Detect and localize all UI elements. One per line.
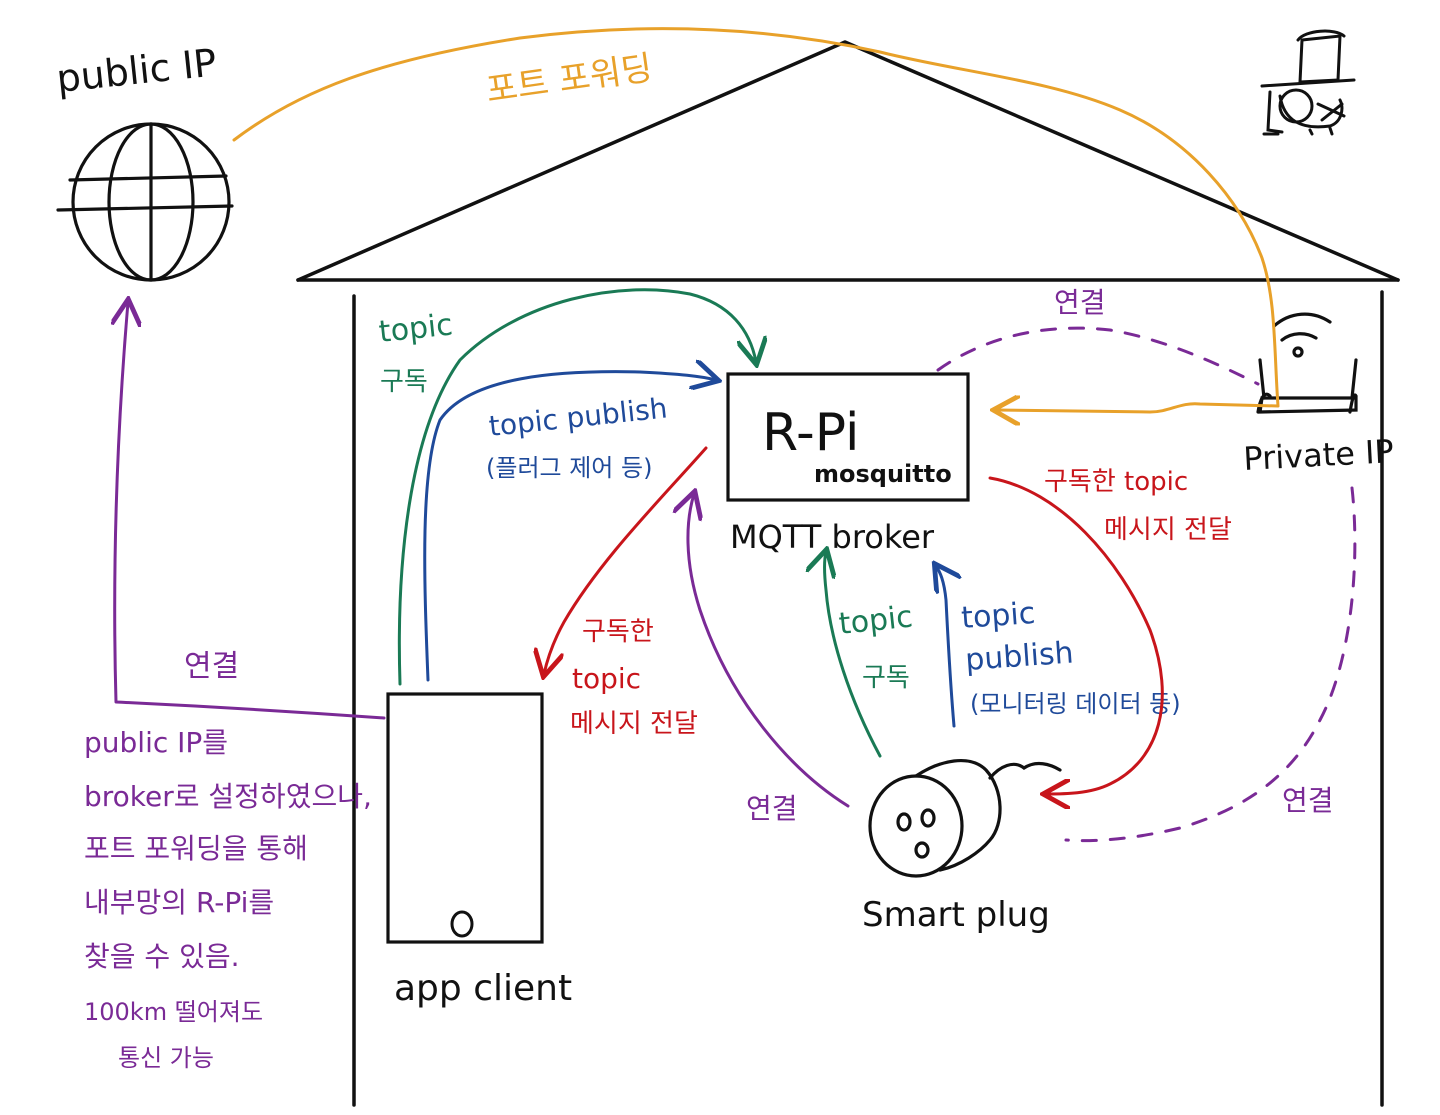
broker-to-plug-line2: 메시지 전달 [1104,515,1232,545]
public-ip-label: public IP [54,40,218,101]
broker-to-plug-message-arrow [988,476,1164,794]
mqtt-broker-label: MQTT broker [730,518,935,556]
broker-to-plug-line1: 구독한 topic [1044,467,1188,497]
plug-sub-line2: 구독 [862,663,910,693]
app-client-label: app client [394,968,572,1009]
note-line-3: 포트 포워딩을 통해 [84,832,308,865]
smart-plug-label: Smart plug [862,895,1050,935]
plug-pub-line1: topic [960,596,1036,636]
phone-icon [386,692,544,944]
note-line-2: broker로 설정하였으나, [84,780,372,813]
port-forwarding-label: 포트 포워딩 [484,48,655,111]
phone-home-button [450,910,474,938]
note-line-6: 100km 떨어져도 [84,998,263,1026]
connect-left-label: 연결 [184,649,239,684]
note-line-1: public IP를 [84,726,228,759]
app-sub-line2: 구독 [380,367,428,397]
smart-plug-icon [868,758,1062,878]
plug-publish-arrow [936,566,954,728]
plug-pub-line2: publish [964,636,1075,678]
app-subscribe-arrow [397,288,756,686]
port-forwarding-line [232,27,1280,412]
connect-right-label: 연결 [1282,784,1334,817]
explanation-note: public IP를 broker로 설정하였으나, 포트 포워딩을 통해 내부… [84,726,372,1072]
rpi-mosquitto-label: mosquitto [814,460,952,488]
broker-to-app-line3: 메시지 전달 [570,709,698,739]
house-roof [296,40,1400,282]
broker-to-app-line2: topic [572,662,641,695]
rpi-title: R-Pi [762,403,859,463]
top-hat-thief-icon [1260,29,1356,136]
note-line-7: 통신 가능 [118,1044,214,1072]
broker-to-app-message-arrow [544,446,708,674]
rpi-broker-box [726,372,970,502]
app-pub-line2: (플러그 제어 등) [486,454,652,482]
router-icon [1256,312,1358,414]
note-line-4: 내부망의 R-Pi를 [84,886,274,919]
broker-to-app-line1: 구독한 [582,617,654,647]
connect-top-label: 연결 [1054,286,1106,319]
connect-mid-label: 연결 [746,792,798,825]
plug-to-broker-connection [688,494,850,808]
plug-sub-line1: topic [837,599,914,642]
note-line-5: 찾을 수 있음. [84,940,240,973]
app-to-public-ip-connection [115,302,386,720]
globe-icon [56,122,234,282]
app-pub-line1: topic publish [487,391,669,443]
plug-subscribe-arrow [825,552,882,758]
house-outline [296,40,1400,1107]
app-sub-line1: topic [377,307,454,350]
app-publish-arrow [423,372,716,682]
private-ip-label: Private IP [1242,432,1394,478]
plug-pub-line3: (모니터링 데이터 등) [970,690,1181,718]
broker-to-router-connection [936,326,1260,386]
